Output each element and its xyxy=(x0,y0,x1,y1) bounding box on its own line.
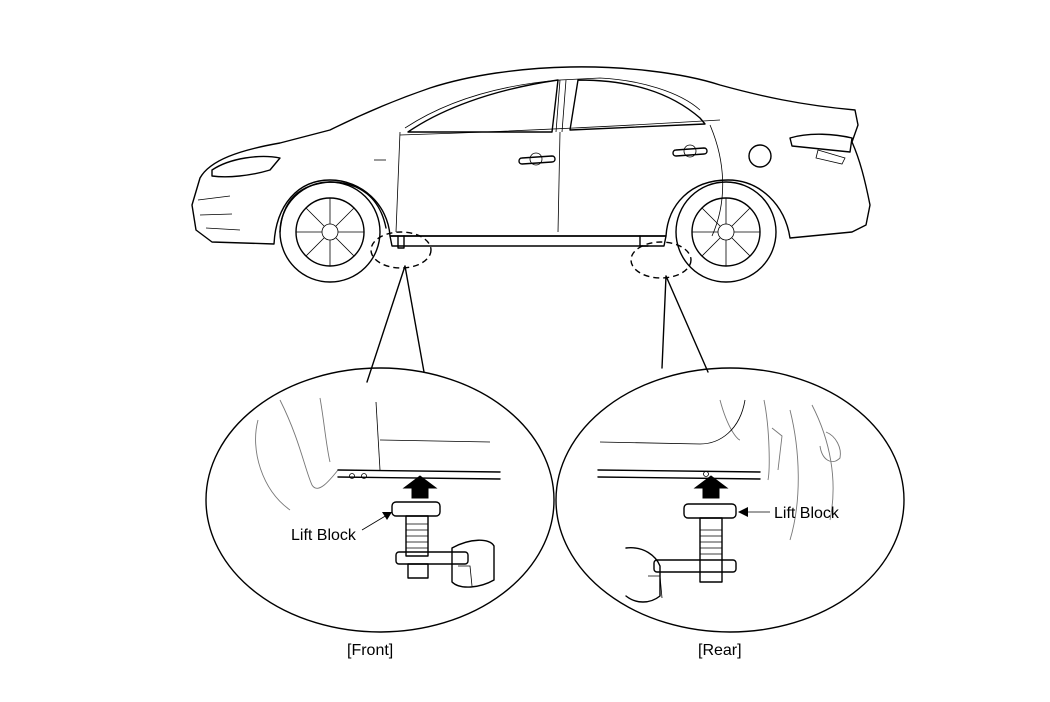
front-lift-point-highlight xyxy=(370,231,432,269)
rear-wheel xyxy=(675,181,777,283)
fuel-cap xyxy=(748,144,772,168)
car-body-outline xyxy=(191,66,871,245)
front-door-handle xyxy=(518,155,556,165)
front-caption: [Front] xyxy=(347,642,394,659)
front-window xyxy=(407,79,559,133)
rear-detail-callout xyxy=(555,367,905,633)
rear-callout-leader xyxy=(661,275,709,373)
front-callout-leader xyxy=(366,265,425,383)
front-lift-block-label: Lift Block xyxy=(291,527,356,544)
rear-lift-point-highlight xyxy=(630,241,692,279)
tail-light xyxy=(789,133,853,153)
head-light xyxy=(211,155,281,178)
front-wheel xyxy=(279,181,387,283)
car-side-view xyxy=(191,66,871,283)
rear-door-handle xyxy=(672,147,708,157)
rear-window xyxy=(569,79,706,131)
side-sill xyxy=(389,235,667,247)
rear-lift-block-label: Lift Block xyxy=(774,505,839,522)
rear-caption: [Rear] xyxy=(698,642,742,659)
front-detail-callout xyxy=(205,367,555,633)
